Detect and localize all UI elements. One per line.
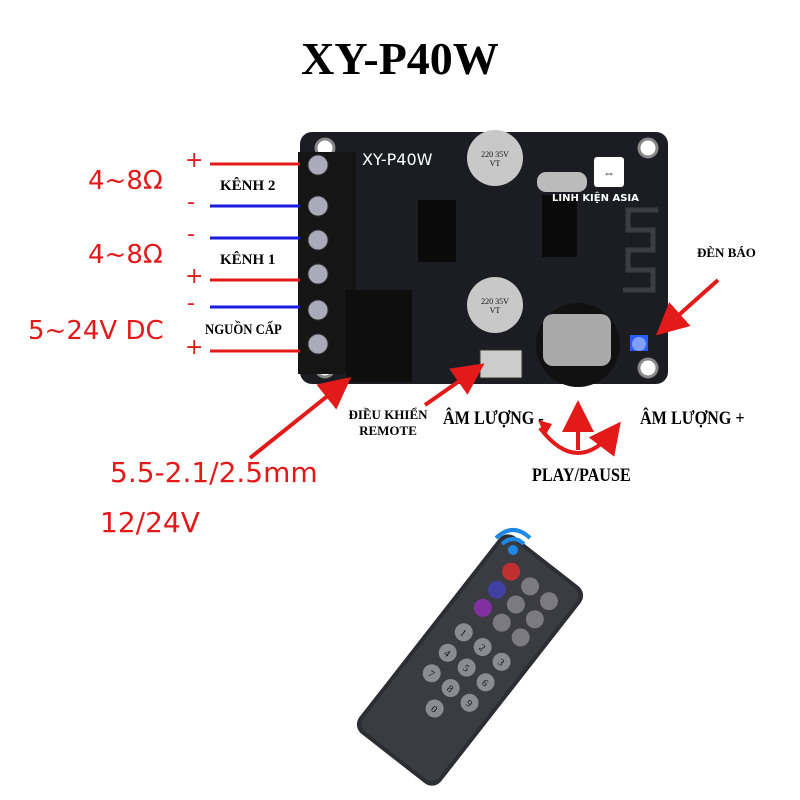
remote-key-3[interactable] [489, 649, 514, 674]
wireless-signal-icon [494, 528, 532, 555]
remote-key-label: 3 [495, 657, 506, 669]
remote-key-6[interactable] [473, 670, 498, 695]
jack-size-label: 5.5-2.1/2.5mm [110, 456, 318, 489]
remote-key-label: 0 [428, 704, 439, 716]
remote-key-0[interactable] [422, 696, 447, 721]
remote-key-label: 8 [444, 683, 455, 695]
dc-jack [346, 290, 412, 382]
remote-key-4[interactable] [435, 640, 460, 665]
jack-voltage-label: 12/24V [100, 506, 200, 539]
sign-k2-minus: - [187, 190, 195, 215]
board-model-silkscreen: XY-P40W [362, 150, 433, 169]
sign-k1-plus: + [185, 264, 204, 289]
sign-power-minus: - [187, 291, 195, 316]
remote-key-label: 9 [463, 698, 474, 710]
remote-key-label: 4 [441, 648, 452, 660]
brand-logo [594, 157, 624, 187]
channel-2-label: KÊNH 2 [220, 178, 276, 194]
remote-key-label: 6 [479, 678, 490, 690]
remote-label: ĐIỀU KHIỂN REMOTE [338, 407, 438, 439]
remote-key-1[interactable] [451, 620, 476, 645]
channel-2-impedance: 4~8Ω [88, 166, 163, 196]
indicator-label: ĐÈN BÁO [697, 245, 756, 260]
capacitor-bottom [467, 277, 523, 333]
svg-text:⇔: ⇔ [603, 166, 615, 180]
remote-key-label: 2 [476, 642, 487, 654]
pcb-board: ⇔ [298, 130, 668, 387]
ir-remote: 123 456 789 0 [356, 534, 584, 786]
remote-key-label: 1 [457, 628, 468, 640]
play-pause-label: PLAY/PAUSE [532, 465, 631, 486]
ir-receiver [479, 349, 523, 379]
remote-key-2[interactable] [470, 634, 495, 659]
remote-key-9[interactable] [457, 690, 482, 715]
power-spec: 5~24V DC [28, 316, 164, 346]
remote-key-label: 5 [460, 663, 471, 675]
capacitor-top-label: 220 35V VT [481, 150, 509, 168]
sign-k2-plus: + [185, 148, 204, 173]
capacitor-bottom-label: 220 35V VT [481, 297, 509, 315]
channel-1-label: KÊNH 1 [220, 252, 276, 268]
capacitor-top [467, 130, 523, 186]
sign-k1-minus: - [187, 222, 195, 247]
page-title: XY-P40W [301, 33, 499, 84]
remote-key-8[interactable] [438, 675, 463, 700]
remote-key-5[interactable] [454, 655, 479, 680]
remote-label-line2: REMOTE [359, 423, 417, 438]
power-label: NGUỒN CẤP [205, 322, 282, 338]
wires [210, 162, 300, 353]
sign-power-plus: + [185, 335, 204, 360]
volume-down-label: ÂM LƯỢNG - [443, 408, 544, 429]
brand-text: LINH KIỆN ASIA [552, 193, 639, 204]
channel-1-impedance: 4~8Ω [88, 240, 163, 270]
volume-up-label: ÂM LƯỢNG + [640, 408, 745, 429]
callout-arrows [248, 278, 720, 460]
remote-label-line1: ĐIỀU KHIỂN [348, 407, 428, 422]
remote-key-7[interactable] [419, 661, 444, 686]
remote-key-label: 7 [425, 669, 436, 681]
